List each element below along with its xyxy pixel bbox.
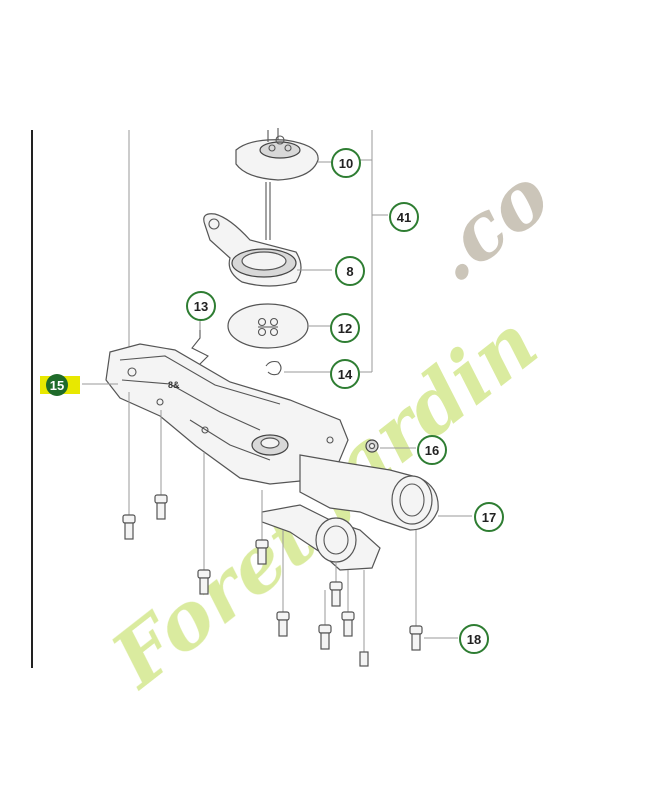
callout-14: 14 — [330, 359, 360, 389]
callout-16: 16 — [417, 435, 447, 465]
part-14-clip — [265, 360, 282, 376]
part-16-nut — [365, 439, 379, 453]
callout-12: 12 — [330, 313, 360, 343]
part-15-chassis: 8& — [105, 343, 349, 485]
part-8-bearing — [203, 213, 302, 287]
svg-text:8: 8 — [346, 264, 353, 279]
svg-text:13: 13 — [194, 299, 208, 314]
bracket-41 — [360, 130, 388, 373]
svg-text:15: 15 — [50, 378, 64, 393]
callout-17: 17 — [474, 502, 504, 532]
part-12-disc — [227, 303, 309, 349]
svg-text:18: 18 — [467, 632, 481, 647]
callout-8: 8 — [335, 256, 365, 286]
svg-text:17: 17 — [482, 510, 496, 525]
svg-text:12: 12 — [338, 321, 352, 336]
callout-10: 10 — [331, 148, 361, 178]
watermark-tail: .co — [411, 150, 567, 300]
part-10-cap — [235, 128, 319, 181]
svg-text:14: 14 — [338, 367, 353, 382]
callout-18: 18 — [459, 624, 489, 654]
callout-15-highlighted: 15 — [40, 374, 80, 396]
svg-text:41: 41 — [397, 210, 411, 225]
part-17-bracket — [261, 454, 439, 571]
screws — [122, 392, 423, 667]
svg-text:10: 10 — [339, 156, 353, 171]
callout-13: 13 — [186, 291, 216, 321]
svg-text:16: 16 — [425, 443, 439, 458]
callout-41: 41 — [389, 202, 419, 232]
svg-text:8&: 8& — [168, 380, 180, 390]
